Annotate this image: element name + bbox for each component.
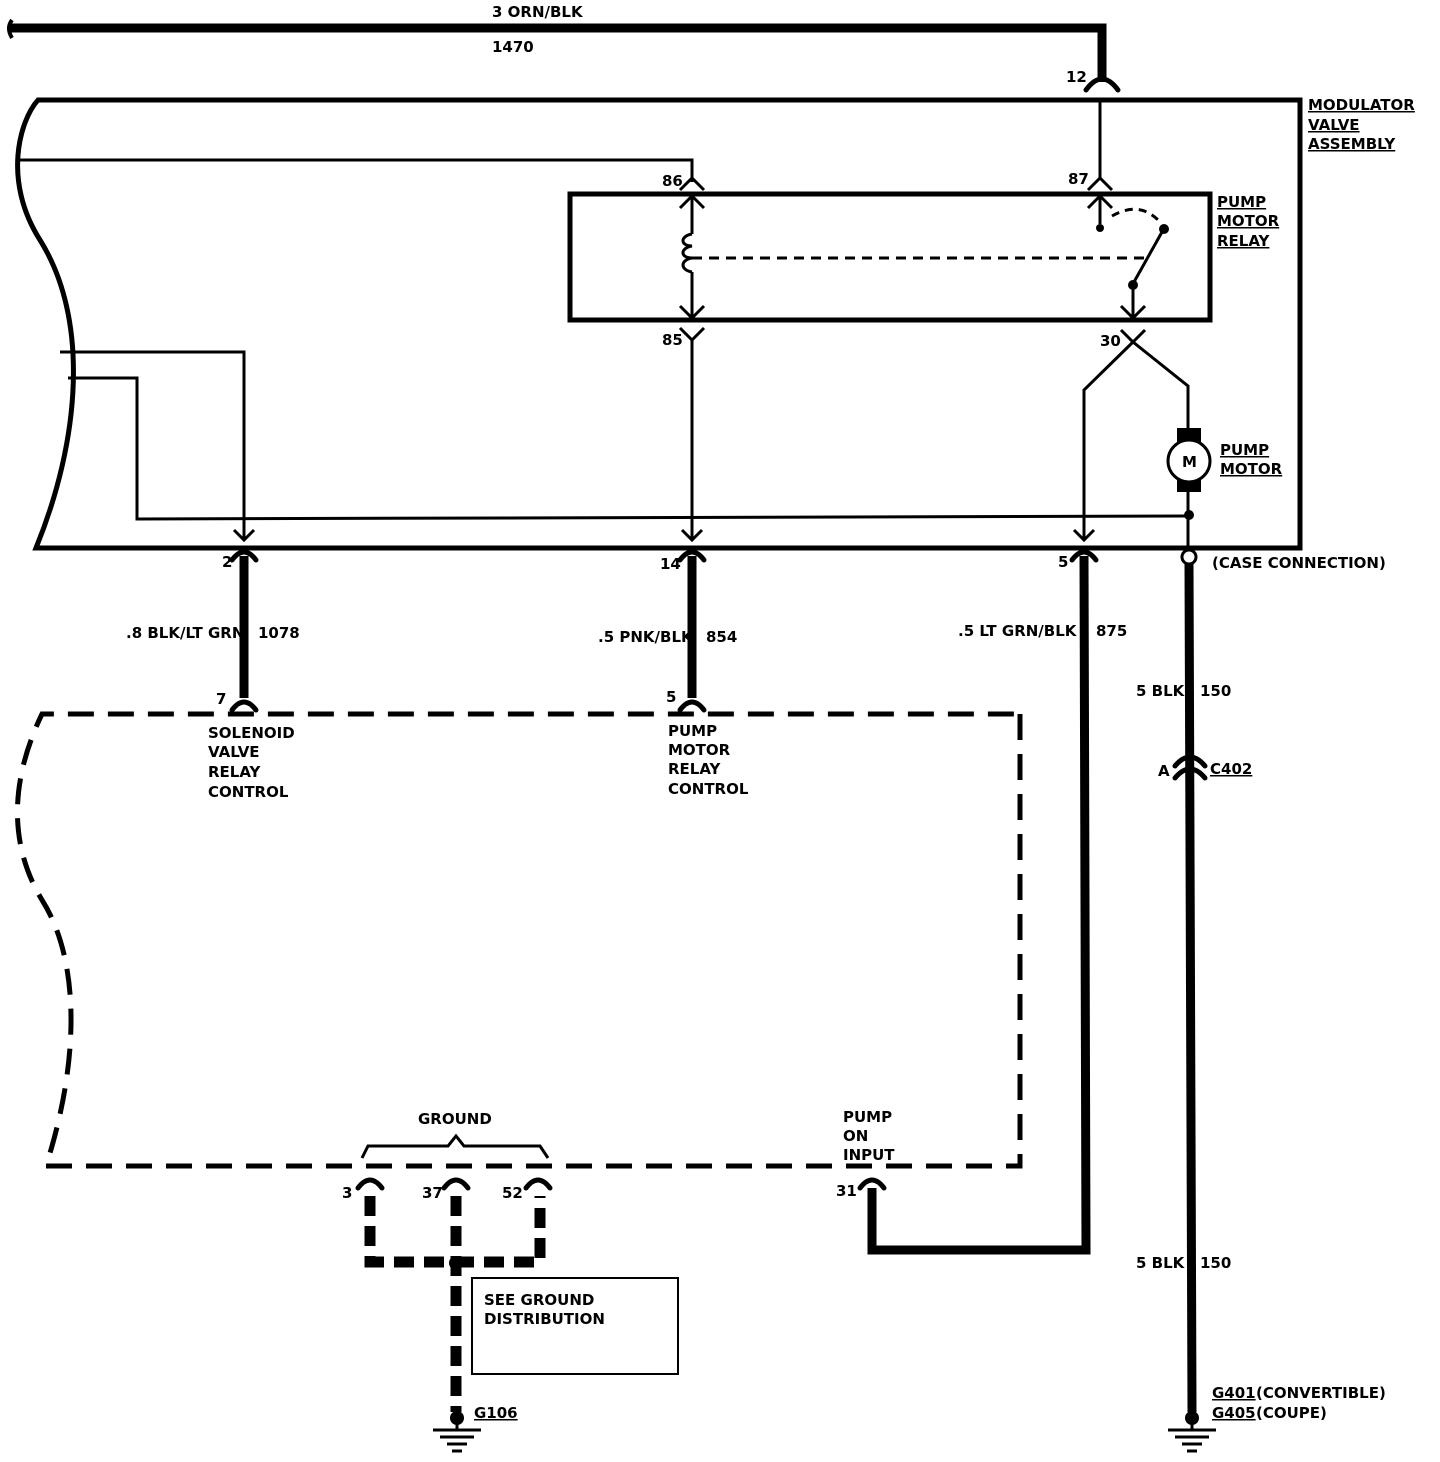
see-ground-line-1: SEE GROUND xyxy=(484,1291,594,1309)
modulator-label-1: MODULATOR xyxy=(1308,96,1415,114)
relay-switch-icon xyxy=(1086,193,1169,321)
ground-g401-icon xyxy=(1168,1411,1216,1453)
pin-31-terminal xyxy=(857,1177,887,1191)
case-connection-label: (CASE CONNECTION) xyxy=(1212,554,1386,572)
pin-5-terminal xyxy=(1069,549,1099,563)
pin-86-terminal xyxy=(678,175,706,192)
pin-5-inner xyxy=(1072,528,1096,543)
wire-150 xyxy=(1184,563,1197,1413)
pump-ctrl-label-4: CONTROL xyxy=(668,780,749,798)
pump-ctrl-label-2: MOTOR xyxy=(668,741,731,759)
svg-text:M: M xyxy=(1182,453,1197,471)
pin-3-terminal xyxy=(355,1177,385,1191)
pin-5-ctrl: 5 xyxy=(666,688,676,706)
pin-5-module: 5 xyxy=(1058,553,1068,571)
solenoid-ctrl-label-2: VALVE xyxy=(208,743,260,761)
top-wire-1470 xyxy=(7,18,1121,93)
pin-30: 30 xyxy=(1100,332,1121,350)
wire-150b-circuit: 150 xyxy=(1200,1254,1231,1272)
pin-37-terminal xyxy=(441,1177,471,1191)
motor-label-2: MOTOR xyxy=(1220,460,1283,478)
pump-on-label-3: INPUT xyxy=(843,1146,895,1164)
top-wire-color: 3 ORN/BLK xyxy=(492,3,584,21)
wire-150b-color: 5 BLK xyxy=(1136,1254,1186,1272)
pin-2-inner xyxy=(232,528,256,543)
pin-37: 37 xyxy=(422,1184,443,1202)
connector-c402-icon xyxy=(1172,754,1208,781)
wire-1078-color: .8 BLK/LT GRN xyxy=(126,624,244,642)
ground-g106-icon xyxy=(433,1411,481,1453)
wire-875 xyxy=(867,555,1091,1255)
relay-label-3: RELAY xyxy=(1217,232,1271,250)
ground-g405: G405 xyxy=(1212,1404,1256,1422)
internal-wire-30-motor xyxy=(1132,340,1190,428)
control-module-outline xyxy=(15,711,1023,1169)
wire-854-circuit: 854 xyxy=(706,628,737,646)
case-connection-icon xyxy=(1180,548,1198,566)
pin-85: 85 xyxy=(662,331,683,349)
internal-wire-solenoid xyxy=(60,350,246,538)
pin-2: 2 xyxy=(222,553,232,571)
top-wire-circuit: 1470 xyxy=(492,38,534,56)
wire-150a-color: 5 BLK xyxy=(1136,682,1186,700)
ground-brace xyxy=(360,1133,550,1159)
internal-wire-30 xyxy=(1082,340,1135,538)
pin-86: 86 xyxy=(662,172,683,190)
see-ground-box xyxy=(471,1277,679,1375)
wire-150a-circuit: 150 xyxy=(1200,682,1231,700)
wire-854-color: .5 PNK/BLK xyxy=(598,628,694,646)
pin-31: 31 xyxy=(836,1182,857,1200)
modulator-assembly-outline xyxy=(15,97,1303,551)
ground-g405-note: (COUPE) xyxy=(1256,1404,1327,1422)
pin-2-terminal xyxy=(229,549,259,563)
pin-14-inner xyxy=(680,528,704,543)
pin-52-terminal xyxy=(523,1177,553,1191)
ground-g106: G106 xyxy=(474,1404,518,1422)
pin-3: 3 xyxy=(342,1184,352,1202)
relay-label-1: PUMP xyxy=(1217,193,1266,211)
relay-coil-icon xyxy=(678,193,1150,321)
pin-85-terminal xyxy=(678,326,706,343)
pin-7: 7 xyxy=(216,690,226,708)
modulator-label-2: VALVE xyxy=(1308,116,1360,134)
connector-c402: C402 xyxy=(1210,760,1252,778)
pin-30-terminal xyxy=(1119,328,1147,345)
pin-A: A xyxy=(1158,762,1170,780)
pin-87-terminal xyxy=(1086,175,1114,192)
motor-label-1: PUMP xyxy=(1220,441,1269,459)
see-ground-line-2: DISTRIBUTION xyxy=(484,1310,605,1328)
solenoid-ctrl-label-1: SOLENOID xyxy=(208,724,295,742)
pin-12: 12 xyxy=(1066,68,1087,86)
pump-motor-icon: M xyxy=(1166,428,1212,548)
pin-5-ctrl-terminal xyxy=(677,699,707,713)
pump-ctrl-label-3: RELAY xyxy=(668,760,722,778)
solenoid-ctrl-label-4: CONTROL xyxy=(208,783,289,801)
ground-g401: G401 xyxy=(1212,1384,1256,1402)
modulator-label-3: ASSEMBLY xyxy=(1308,135,1396,153)
relay-label-2: MOTOR xyxy=(1217,212,1280,230)
pump-ctrl-label-1: PUMP xyxy=(668,722,717,740)
pin-87: 87 xyxy=(1068,170,1089,188)
internal-wire-86 xyxy=(16,158,694,182)
pin-52: 52 xyxy=(502,1184,523,1202)
wire-1078-circuit: 1078 xyxy=(258,624,300,642)
pin-7-terminal xyxy=(229,699,259,713)
solenoid-ctrl-label-3: RELAY xyxy=(208,763,262,781)
pump-motor-relay-box xyxy=(567,191,1213,323)
internal-wire-ground xyxy=(68,376,1189,521)
wire-875-circuit: 875 xyxy=(1096,622,1127,640)
ground-splice-icon xyxy=(449,1256,463,1270)
ground-g401-note: (CONVERTIBLE) xyxy=(1256,1384,1386,1402)
pin-14: 14 xyxy=(660,555,681,573)
wire-875-color: .5 LT GRN/BLK xyxy=(958,622,1078,640)
ground-label: GROUND xyxy=(418,1110,492,1128)
pin-14-terminal xyxy=(677,549,707,563)
pump-on-label-2: ON xyxy=(843,1127,868,1145)
pump-on-label-1: PUMP xyxy=(843,1108,892,1126)
